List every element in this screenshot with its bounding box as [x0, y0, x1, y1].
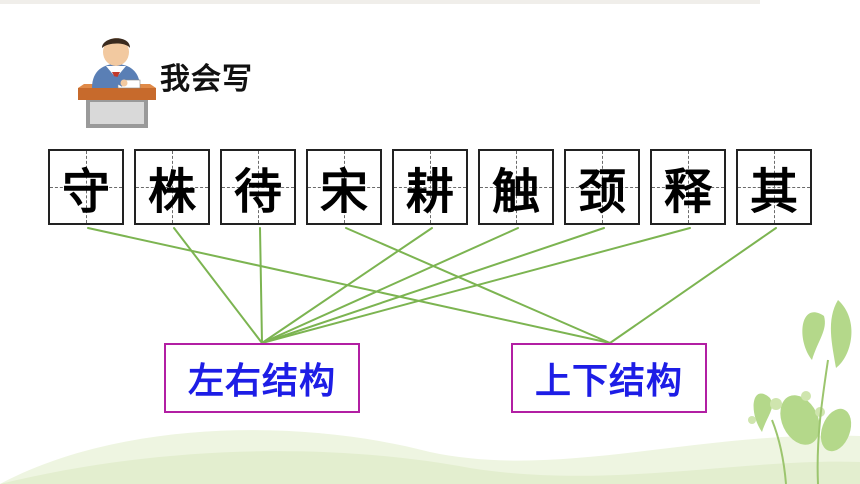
char-cell: 宋: [306, 149, 382, 225]
link-line-待: [259, 227, 263, 344]
char-cell: 守: [48, 149, 124, 225]
char-text: 触: [491, 164, 540, 220]
category-box-top-bottom: 上下结构: [511, 343, 707, 413]
char-cell: 耕: [392, 149, 468, 225]
link-line-颈: [261, 227, 605, 344]
top-rule: [0, 0, 760, 4]
link-line-触: [261, 227, 519, 344]
char-text: 其: [749, 164, 798, 220]
char-cell: 颈: [564, 149, 640, 225]
char-text: 宋: [319, 164, 368, 220]
char-text: 颈: [577, 164, 626, 220]
char-cell: 待: [220, 149, 296, 225]
char-cell: 释: [650, 149, 726, 225]
page-title: 我会写: [160, 62, 253, 97]
char-text: 释: [663, 164, 712, 220]
link-line-株: [173, 227, 263, 344]
char-text: 株: [147, 164, 196, 220]
char-text: 耕: [405, 164, 454, 220]
link-line-守: [87, 227, 611, 344]
char-text: 守: [61, 164, 110, 220]
link-line-耕: [261, 227, 433, 344]
character-grid-row: 守 株 待 宋 耕 触 颈 释 其: [48, 149, 820, 227]
char-cell: 其: [736, 149, 812, 225]
char-text: 待: [233, 164, 282, 220]
char-cell: 株: [134, 149, 210, 225]
link-line-其: [609, 227, 777, 344]
category-box-left-right: 左右结构: [164, 343, 360, 413]
char-cell: 触: [478, 149, 554, 225]
student-writing-icon: [78, 38, 156, 128]
link-line-宋: [345, 227, 611, 344]
link-line-释: [261, 227, 691, 344]
